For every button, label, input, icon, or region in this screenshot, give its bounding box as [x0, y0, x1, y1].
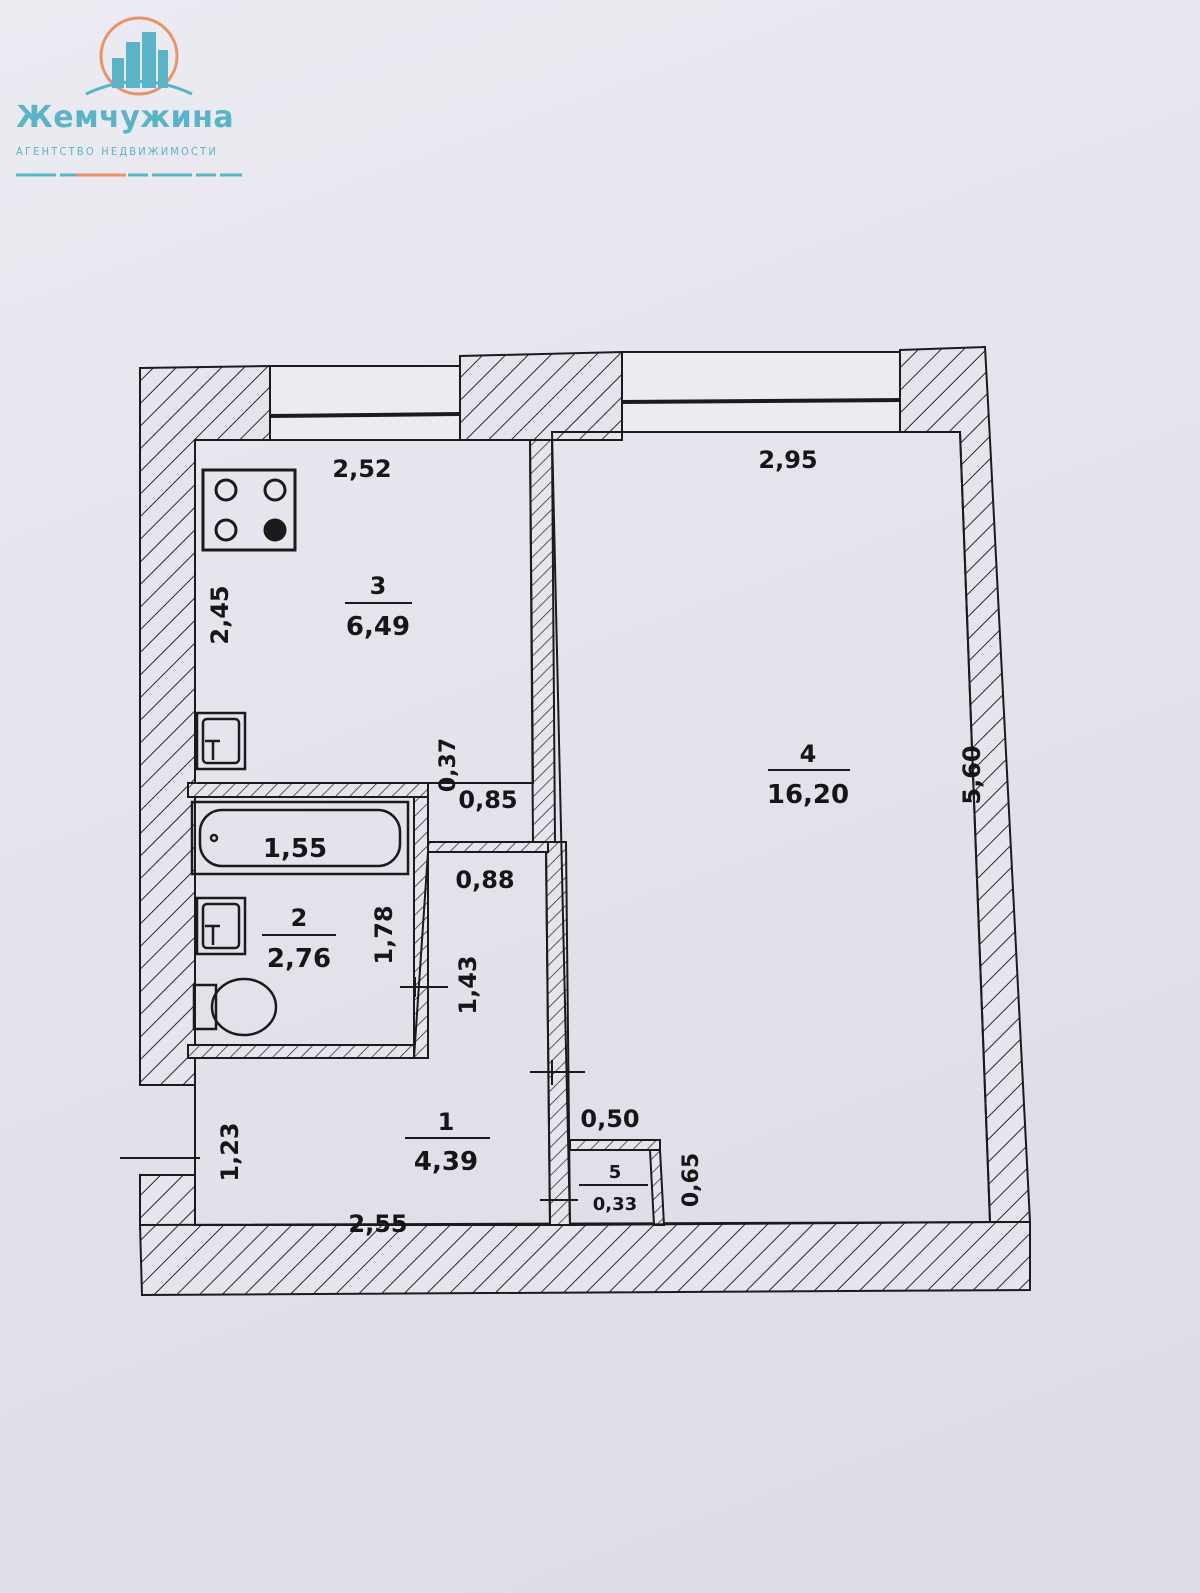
bathroom-sink-icon	[195, 896, 247, 956]
dimension-ticks	[120, 602, 850, 1201]
room-outlines	[194, 431, 992, 1227]
dim-passage-width: 0,88	[455, 866, 514, 894]
room-1-number: 1	[438, 1108, 455, 1136]
bathtub-area: 1,55	[263, 834, 327, 864]
agency-logo: Жемчужина АГЕНТСТВО НЕДВИЖИМОСТИ	[14, 14, 244, 184]
room-3-area: 6,49	[346, 612, 410, 642]
room-5-number: 5	[609, 1162, 622, 1183]
dim-closet-width: 0,50	[580, 1105, 639, 1133]
logo-name: Жемчужина	[16, 100, 235, 135]
dim-kitchen-depth: 2,45	[206, 585, 234, 644]
bathtub-icon	[190, 800, 410, 876]
toilet-icon	[192, 977, 278, 1037]
room-2-number: 2	[291, 904, 308, 932]
logo-tagline: АГЕНТСТВО НЕДВИЖИМОСТИ	[16, 145, 218, 158]
dim-hall-width: 2,55	[348, 1210, 407, 1238]
dim-bath-length: 1,78	[370, 905, 398, 964]
dim-living-length: 5,60	[958, 745, 986, 804]
room-5-area: 0,33	[593, 1194, 637, 1215]
stove-icon	[201, 468, 297, 552]
dim-closet-depth: 0,65	[679, 1153, 704, 1207]
room-4-area: 16,20	[767, 780, 849, 810]
city-buildings-icon	[85, 16, 193, 96]
outer-walls	[138, 345, 1032, 1297]
dim-hall-depth: 1,23	[216, 1122, 244, 1181]
room-2-area: 2,76	[267, 944, 331, 974]
dim-living-width: 2,95	[758, 446, 817, 474]
room-4-number: 4	[800, 740, 817, 768]
room-1-area: 4,39	[414, 1147, 478, 1177]
room-3-number: 3	[370, 572, 387, 600]
dim-passage-length: 1,43	[454, 955, 482, 1014]
dim-opening: 0,85	[458, 786, 517, 814]
kitchen-sink-icon	[195, 711, 247, 771]
logo-underline	[16, 173, 242, 177]
dim-kitchen-width: 2,52	[332, 455, 391, 483]
dim-wall-gap: 0,37	[436, 738, 461, 792]
